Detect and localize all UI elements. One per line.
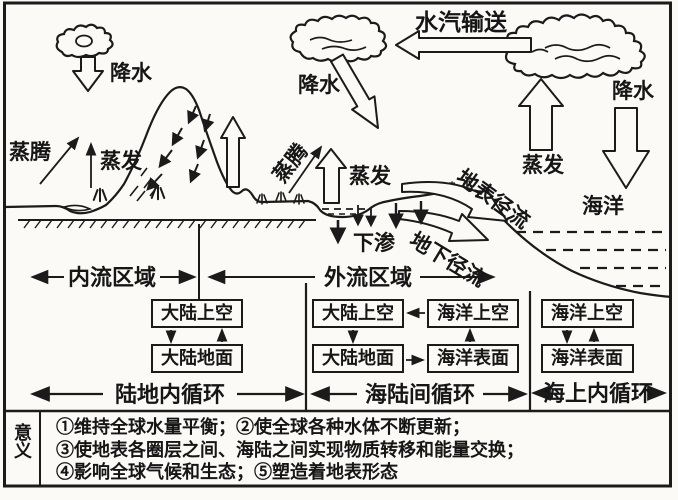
sea-cycle-label: 海上内循环: [543, 381, 653, 406]
outer-region-label: 外流区域: [324, 265, 412, 290]
infiltration-label: 下渗: [353, 231, 396, 255]
box-ocean-sky-mid: [427, 299, 519, 328]
rain-arrows: [146, 105, 215, 191]
small-arrows: [39, 105, 429, 245]
cloud-icon-middle: [289, 14, 388, 63]
water-table-hatching: [23, 219, 306, 229]
figure-border: [3, 1, 672, 488]
box-land-sky-left: [151, 299, 243, 328]
precipitation-arrow-right: [602, 107, 650, 189]
box-ocean-surface-mid: [427, 344, 519, 373]
transpiration-mid-label: 蒸腾: [268, 138, 313, 187]
cycle-boxes: 大陆上空 大陆地面 大陆上空 海洋上空 大陆地面 海洋表面 海洋上空 海洋表面: [151, 299, 634, 373]
pond: [61, 204, 93, 212]
sea-land-cycle-label: 海陆间循环: [365, 382, 475, 407]
updraft-arrow-mountain: [220, 116, 246, 188]
surface-runoff-arrow: [401, 180, 508, 222]
ocean-label: 海洋: [582, 194, 624, 218]
box-land-surface-mid-label: 大陆地面: [322, 347, 394, 368]
significance-line-2: ③使地表各圈层之间、海陆之间实现物质转移和能量交换；: [56, 439, 524, 460]
significance-header: 意义: [12, 422, 32, 459]
cloud-icon-left: [55, 23, 114, 59]
box-land-sky-left-label: 大陆上空: [161, 302, 233, 323]
precip-mid-label: 降水: [298, 73, 341, 97]
cloud-icon-right: [502, 13, 646, 80]
coastline: [491, 207, 673, 299]
transpiration-left-label: 蒸腾: [9, 140, 52, 164]
precip-left-label: 降水: [110, 61, 153, 85]
precip-right-label: 降水: [612, 79, 655, 103]
precipitation-arrow-left: [72, 56, 104, 92]
evaporation-lake-label: 蒸发: [349, 164, 392, 188]
box-land-surface-left-label: 大陆地面: [161, 347, 233, 368]
significance-line-1: ①维持全球水量平衡；②使全球各种水体不断更新；: [56, 416, 470, 437]
vapor-transport-label: 水汽输送: [415, 9, 507, 35]
box-ocean-surface-right: [541, 344, 634, 373]
region-arrows: [30, 224, 496, 300]
significance-line-3: ④影响全球气候和生态；⑤塑造着地表形态: [56, 461, 398, 482]
transpiration-arrow-middle: [288, 145, 323, 194]
box-ocean-sky-right-label: 海洋上空: [551, 302, 623, 323]
land-cycle-label: 陆地内循环: [115, 382, 225, 407]
box-land-surface-mid: [312, 344, 404, 373]
evaporation-arrow-sea: [518, 78, 564, 151]
ocean-water-dashes: [516, 230, 666, 288]
evaporation-left-label: 蒸发: [100, 149, 143, 173]
box-ocean-surface-mid-label: 海洋表面: [437, 347, 509, 368]
transpiration-arrow-left: [39, 136, 80, 185]
evaporation-sea-label: 蒸发: [522, 153, 565, 177]
inner-region-label: 内流区域: [68, 265, 156, 290]
precipitation-arrow-middle: [330, 53, 379, 129]
box-land-sky-mid: [312, 299, 404, 328]
ground-and-mountain: [4, 85, 493, 219]
significance-table: 意义 ①维持全球水量平衡；②使全球各种水体不断更新； ③使地表各圈层之间、海陆之…: [5, 409, 671, 486]
infiltration-arrows: [329, 201, 429, 245]
box-ocean-sky-mid-label: 海洋上空: [437, 302, 509, 323]
box-land-surface-left: [151, 344, 243, 373]
box-ocean-sky-right: [541, 299, 634, 328]
cycle-arrows: [30, 283, 667, 410]
vapor-transport-arrow: [395, 30, 532, 60]
box-land-sky-mid-label: 大陆上空: [322, 302, 394, 323]
box-ocean-surface-right-label: 海洋表面: [551, 347, 623, 368]
evaporation-arrow-lake: [315, 148, 347, 204]
